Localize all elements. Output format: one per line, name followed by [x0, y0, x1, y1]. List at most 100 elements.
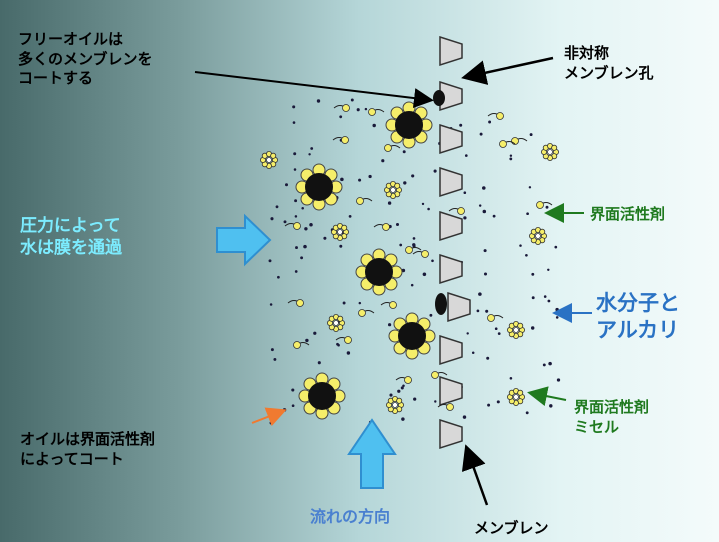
water-molecule-dot — [412, 244, 416, 248]
water-molecule-dot — [529, 133, 533, 137]
surfactant-label: 界面活性剤 — [590, 205, 666, 223]
surfactant-molecule — [284, 222, 301, 230]
water-molecule-dot — [519, 244, 522, 247]
water-molecule-dot — [548, 361, 552, 366]
flow-direction-label: 流れの方向 — [310, 507, 391, 526]
surfactant-molecule — [487, 112, 504, 120]
membrane-element — [439, 418, 463, 450]
membrane-element — [439, 166, 463, 198]
water-molecule-dot — [476, 309, 480, 313]
water-molecule-dot — [487, 403, 491, 407]
water-molecule-dot — [410, 283, 414, 287]
surfactants-group — [284, 104, 553, 411]
water-molecule-dot — [348, 215, 352, 218]
water-molecule-dot — [291, 388, 295, 392]
water-molecule-dot — [555, 307, 559, 312]
water-molecule-dot — [555, 316, 559, 319]
water-molecule-dot — [556, 378, 561, 382]
pressure-arrow — [216, 213, 272, 267]
water-molecule-dot — [545, 205, 549, 209]
water-molecule-dot — [509, 157, 513, 161]
water-molecule-dot — [339, 115, 343, 119]
water-molecule-dot — [304, 227, 308, 231]
water-molecule-dot — [526, 212, 529, 216]
water-molecule-dot — [494, 327, 498, 331]
water-molecule-dot — [530, 326, 535, 330]
water-molecule-dot — [350, 98, 354, 102]
water-molecule-dot — [308, 153, 311, 156]
water-molecule-dot — [301, 207, 304, 210]
membrane-element — [439, 123, 463, 155]
water-molecule-dot — [277, 275, 280, 279]
water-molecule-dot — [482, 186, 486, 190]
water-molecule-dot — [531, 296, 535, 300]
surfactant-molecule — [333, 104, 350, 112]
water-molecule-dot — [275, 205, 279, 209]
micelle — [330, 222, 349, 241]
membrane-element — [439, 210, 463, 242]
water-molecule-dot — [464, 154, 468, 157]
coated-oil-droplet — [385, 101, 433, 149]
micelle — [385, 395, 404, 414]
water-molecule-dot — [462, 415, 467, 419]
free-oil-pointer-arrow — [194, 71, 434, 109]
water-alkali-label: 水分子と アルカリ — [596, 291, 680, 343]
water-molecule-dot — [293, 152, 297, 156]
surfactant-molecule — [384, 144, 401, 152]
asymmetric-pore-label: 非対称 メンブレン孔 — [564, 44, 654, 82]
water-molecule-dot — [316, 99, 321, 103]
water-molecule-dot — [395, 222, 400, 227]
water-molecule-dot — [270, 217, 274, 221]
water-molecule-dot — [463, 216, 467, 220]
surfactant-molecule — [499, 140, 516, 148]
water-molecule-dot — [466, 332, 469, 335]
water-molecule-dot — [295, 246, 298, 250]
coated-oil-droplet — [388, 312, 436, 360]
surfactant-molecule — [356, 197, 373, 205]
surfactant-molecule — [287, 299, 304, 307]
water-molecule-dot — [364, 107, 368, 111]
water-molecule-dot — [549, 404, 553, 408]
micelles-group — [259, 142, 560, 414]
membrane-label: メンブレン — [474, 519, 549, 537]
surfactant-molecule — [536, 201, 553, 209]
water-molecule-dot — [485, 309, 489, 313]
water-molecule-dot — [459, 123, 463, 127]
coated-oil-droplet — [298, 372, 346, 420]
water-molecule-dot — [356, 108, 360, 112]
water-molecule-dot — [313, 331, 317, 335]
water-molecule-dot — [381, 159, 385, 163]
water-molecule-dot — [401, 417, 405, 421]
water-molecule-dot — [478, 204, 482, 207]
micelle — [506, 387, 526, 406]
water-molecule-dot — [401, 268, 406, 273]
water-molecules-group — [268, 98, 561, 425]
water-molecule-dot — [422, 272, 427, 277]
water-molecule-dot — [292, 121, 296, 124]
water-molecule-dot — [429, 313, 433, 317]
water-molecule-dot — [492, 214, 496, 218]
membrane-element — [439, 334, 463, 366]
water-molecule-dot — [483, 272, 488, 276]
water-molecule-dot — [463, 191, 467, 194]
surfactant-molecule — [405, 246, 422, 254]
water-molecule-dot — [269, 303, 273, 306]
water-molecule-dot — [291, 404, 295, 408]
water-molecule-dot — [399, 243, 403, 247]
water-molecule-dot — [294, 270, 298, 273]
oil-coated-pointer-arrow — [251, 407, 287, 427]
surfactant-molecule — [431, 371, 448, 379]
water-molecule-dot — [305, 338, 309, 343]
water-molecule-dot — [509, 154, 513, 157]
water-molecule-dot — [403, 181, 407, 185]
water-molecule-dot — [531, 272, 535, 276]
water-molecule-dot — [509, 377, 513, 380]
pressure-label: 圧力によって 水は膜を通過 — [20, 216, 122, 259]
free-oil-blob — [435, 293, 447, 315]
oil-droplets-group — [295, 101, 436, 420]
water-molecule-dot — [525, 253, 528, 257]
water-molecule-dot — [421, 202, 425, 206]
water-molecule-dot — [483, 249, 487, 253]
water-molecule-dot — [269, 421, 273, 425]
water-molecule-dot — [358, 301, 362, 305]
